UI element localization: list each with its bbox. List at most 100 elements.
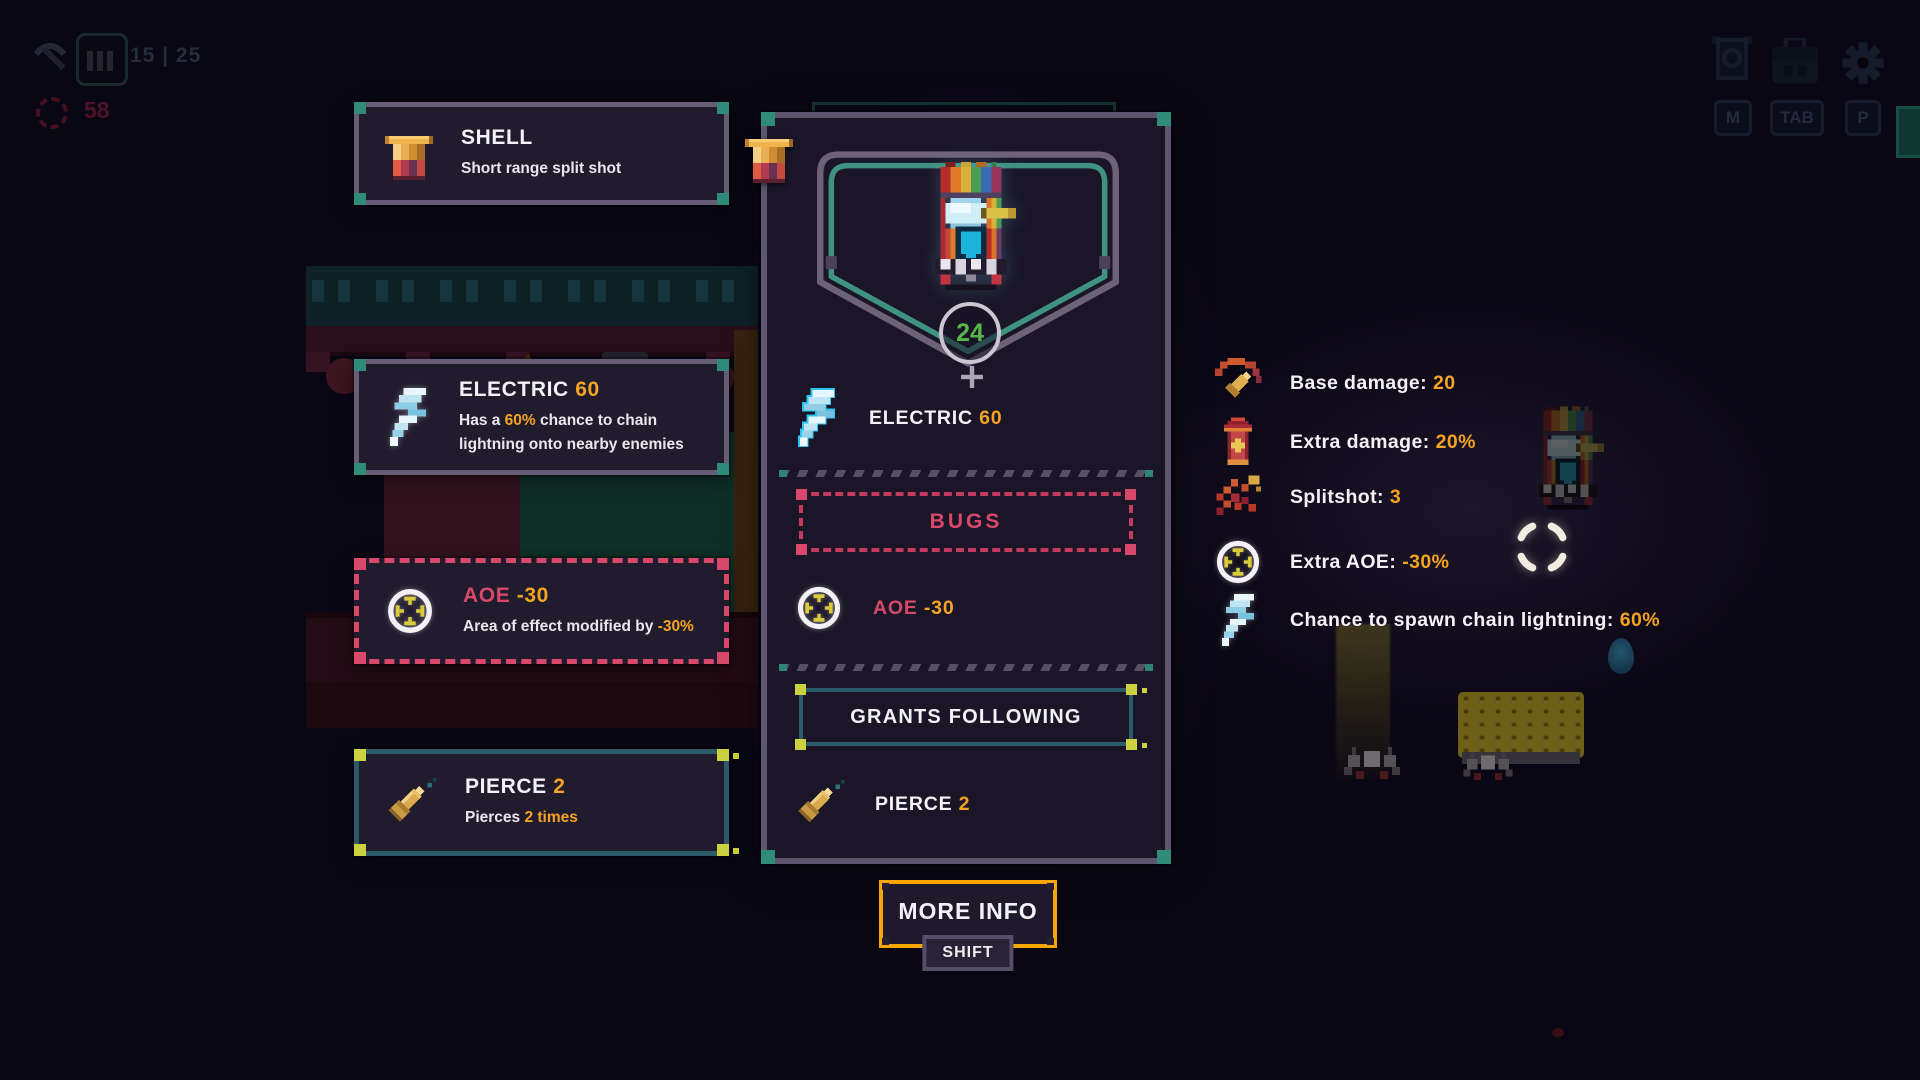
enemy-sprite <box>1460 748 1516 784</box>
corner-accent <box>354 749 366 761</box>
corner-accent <box>717 193 729 205</box>
selection-bracket-icon <box>1517 522 1567 572</box>
panel-row-aoe: AOE -30 <box>767 576 1165 640</box>
tooltip-title: ELECTRIC 60 <box>459 378 600 402</box>
kill-count-value: 24 <box>956 318 984 347</box>
bugs-label: BUGS <box>929 510 1003 533</box>
corner-accent <box>795 739 806 750</box>
ammo-counter: 15 | 25 <box>130 44 202 67</box>
plus-icon <box>961 366 983 388</box>
row-label: PIERCE 2 <box>875 792 971 815</box>
inventory-keycap: TAB <box>1770 100 1824 136</box>
bullet-icon <box>1212 358 1264 408</box>
kill-counter: 24 <box>939 302 1001 364</box>
lightning-icon <box>795 390 839 446</box>
tooltip-desc: Has a 60% chance to chain lightning onto… <box>459 412 684 453</box>
corner-accent <box>1126 684 1137 695</box>
corner-accent <box>717 359 729 371</box>
corner-accent <box>761 112 775 126</box>
corner-accent <box>717 102 729 114</box>
tooltip-desc: Area of effect modified by -30% <box>463 617 694 635</box>
shift-keycap: SHIFT <box>922 935 1014 971</box>
tooltip-desc: Pierces 2 times <box>465 809 578 827</box>
corner-accent <box>717 652 729 664</box>
tower-sprite <box>925 162 1017 295</box>
pierce-bullet-icon <box>795 779 845 829</box>
corner-accent <box>354 844 366 856</box>
corner-accent <box>354 102 366 114</box>
corner-accent <box>1157 112 1171 126</box>
pause-keycap: P <box>1845 100 1881 136</box>
corner-accent <box>717 463 729 475</box>
tooltip-title: PIERCE 2 <box>465 775 566 799</box>
stat-text: Base damage:20 <box>1290 371 1456 394</box>
aoe-reticle-icon <box>795 584 843 632</box>
tooltip-desc: Short range split shot <box>461 160 622 178</box>
stat-row-base-damage: Base damage:20 <box>1212 358 1456 408</box>
map-icon[interactable] <box>1712 34 1752 86</box>
corner-accent <box>354 359 366 371</box>
stat-row-extra-damage: Extra damage:20% <box>1212 416 1476 468</box>
stat-text: Splitshot:3 <box>1290 485 1402 508</box>
dashed-divider <box>779 470 1153 477</box>
building-windows <box>312 280 758 302</box>
scrap-icon <box>36 97 68 129</box>
tooltip-pierce: PIERCE 2 Pierces 2 times <box>354 749 729 856</box>
tooltip-title: SHELL <box>461 126 533 150</box>
tooltip-electric: ELECTRIC 60 Has a 60% chance to chain li… <box>354 359 729 475</box>
stat-text: Extra AOE:-30% <box>1290 550 1450 573</box>
light-beam <box>1336 624 1390 780</box>
corner-accent <box>1126 739 1137 750</box>
background-crate <box>1458 692 1584 758</box>
tooltip-aoe: AOE -30 Area of effect modified by -30% <box>354 558 729 664</box>
water-drop <box>1608 638 1634 674</box>
backpack-icon[interactable] <box>1766 38 1824 88</box>
dashed-divider <box>779 664 1153 671</box>
equipped-shell-icon <box>745 130 793 184</box>
corner-accent <box>354 193 366 205</box>
stat-text: Chance to spawn chain lightning:60% <box>1290 608 1660 631</box>
tower-frame <box>817 151 1119 367</box>
lightning-icon <box>1212 594 1264 646</box>
cartridge-icon <box>1212 416 1264 468</box>
enemy-sprite <box>1340 742 1404 784</box>
scrap-counter: 58 <box>84 97 110 123</box>
corner-accent <box>795 684 806 695</box>
aoe-reticle-icon <box>1212 538 1264 586</box>
bugs-target-box: BUGS <box>796 489 1136 555</box>
gear-icon[interactable] <box>1840 40 1886 86</box>
row-label: AOE -30 <box>873 596 955 619</box>
stat-row-chain-lightning: Chance to spawn chain lightning:60% <box>1212 594 1660 646</box>
tower-info-panel: 24 ELECTRIC 60 BUGS AOE -30 <box>761 112 1171 864</box>
stat-row-extra-aoe: Extra AOE:-30% <box>1212 538 1449 586</box>
corner-accent <box>1157 850 1171 864</box>
background-teal-block <box>1896 106 1920 158</box>
row-label: ELECTRIC 60 <box>869 406 1003 429</box>
background-red-dot <box>1552 1028 1564 1037</box>
corner-accent <box>354 652 366 664</box>
panel-row-electric: ELECTRIC 60 <box>767 386 1165 450</box>
tooltip-shell: SHELL Short range split shot <box>354 102 729 205</box>
ammo-bars <box>87 51 113 71</box>
pierce-bullet-icon <box>385 777 437 829</box>
lightning-icon <box>385 388 431 446</box>
more-info-label: MORE INFO <box>898 898 1038 924</box>
corner-accent <box>717 558 729 570</box>
corner-accent <box>796 489 807 500</box>
corner-accent <box>1125 544 1136 555</box>
background-column-orange <box>734 330 758 616</box>
corner-accent <box>717 749 729 761</box>
map-keycap: M <box>1714 100 1752 136</box>
corner-accent <box>717 844 729 856</box>
grants-following-box: GRANTS FOLLOWING <box>795 684 1137 750</box>
corner-accent <box>354 463 366 475</box>
corner-accent <box>761 850 775 864</box>
shell-icon <box>385 128 433 180</box>
selected-tower-sprite[interactable] <box>1531 406 1605 514</box>
corner-notch <box>1047 883 1054 890</box>
background-conveyor <box>306 682 758 728</box>
aoe-reticle-icon <box>385 586 435 636</box>
more-info-button[interactable]: MORE INFO SHIFT <box>879 880 1057 971</box>
corner-accent <box>796 544 807 555</box>
